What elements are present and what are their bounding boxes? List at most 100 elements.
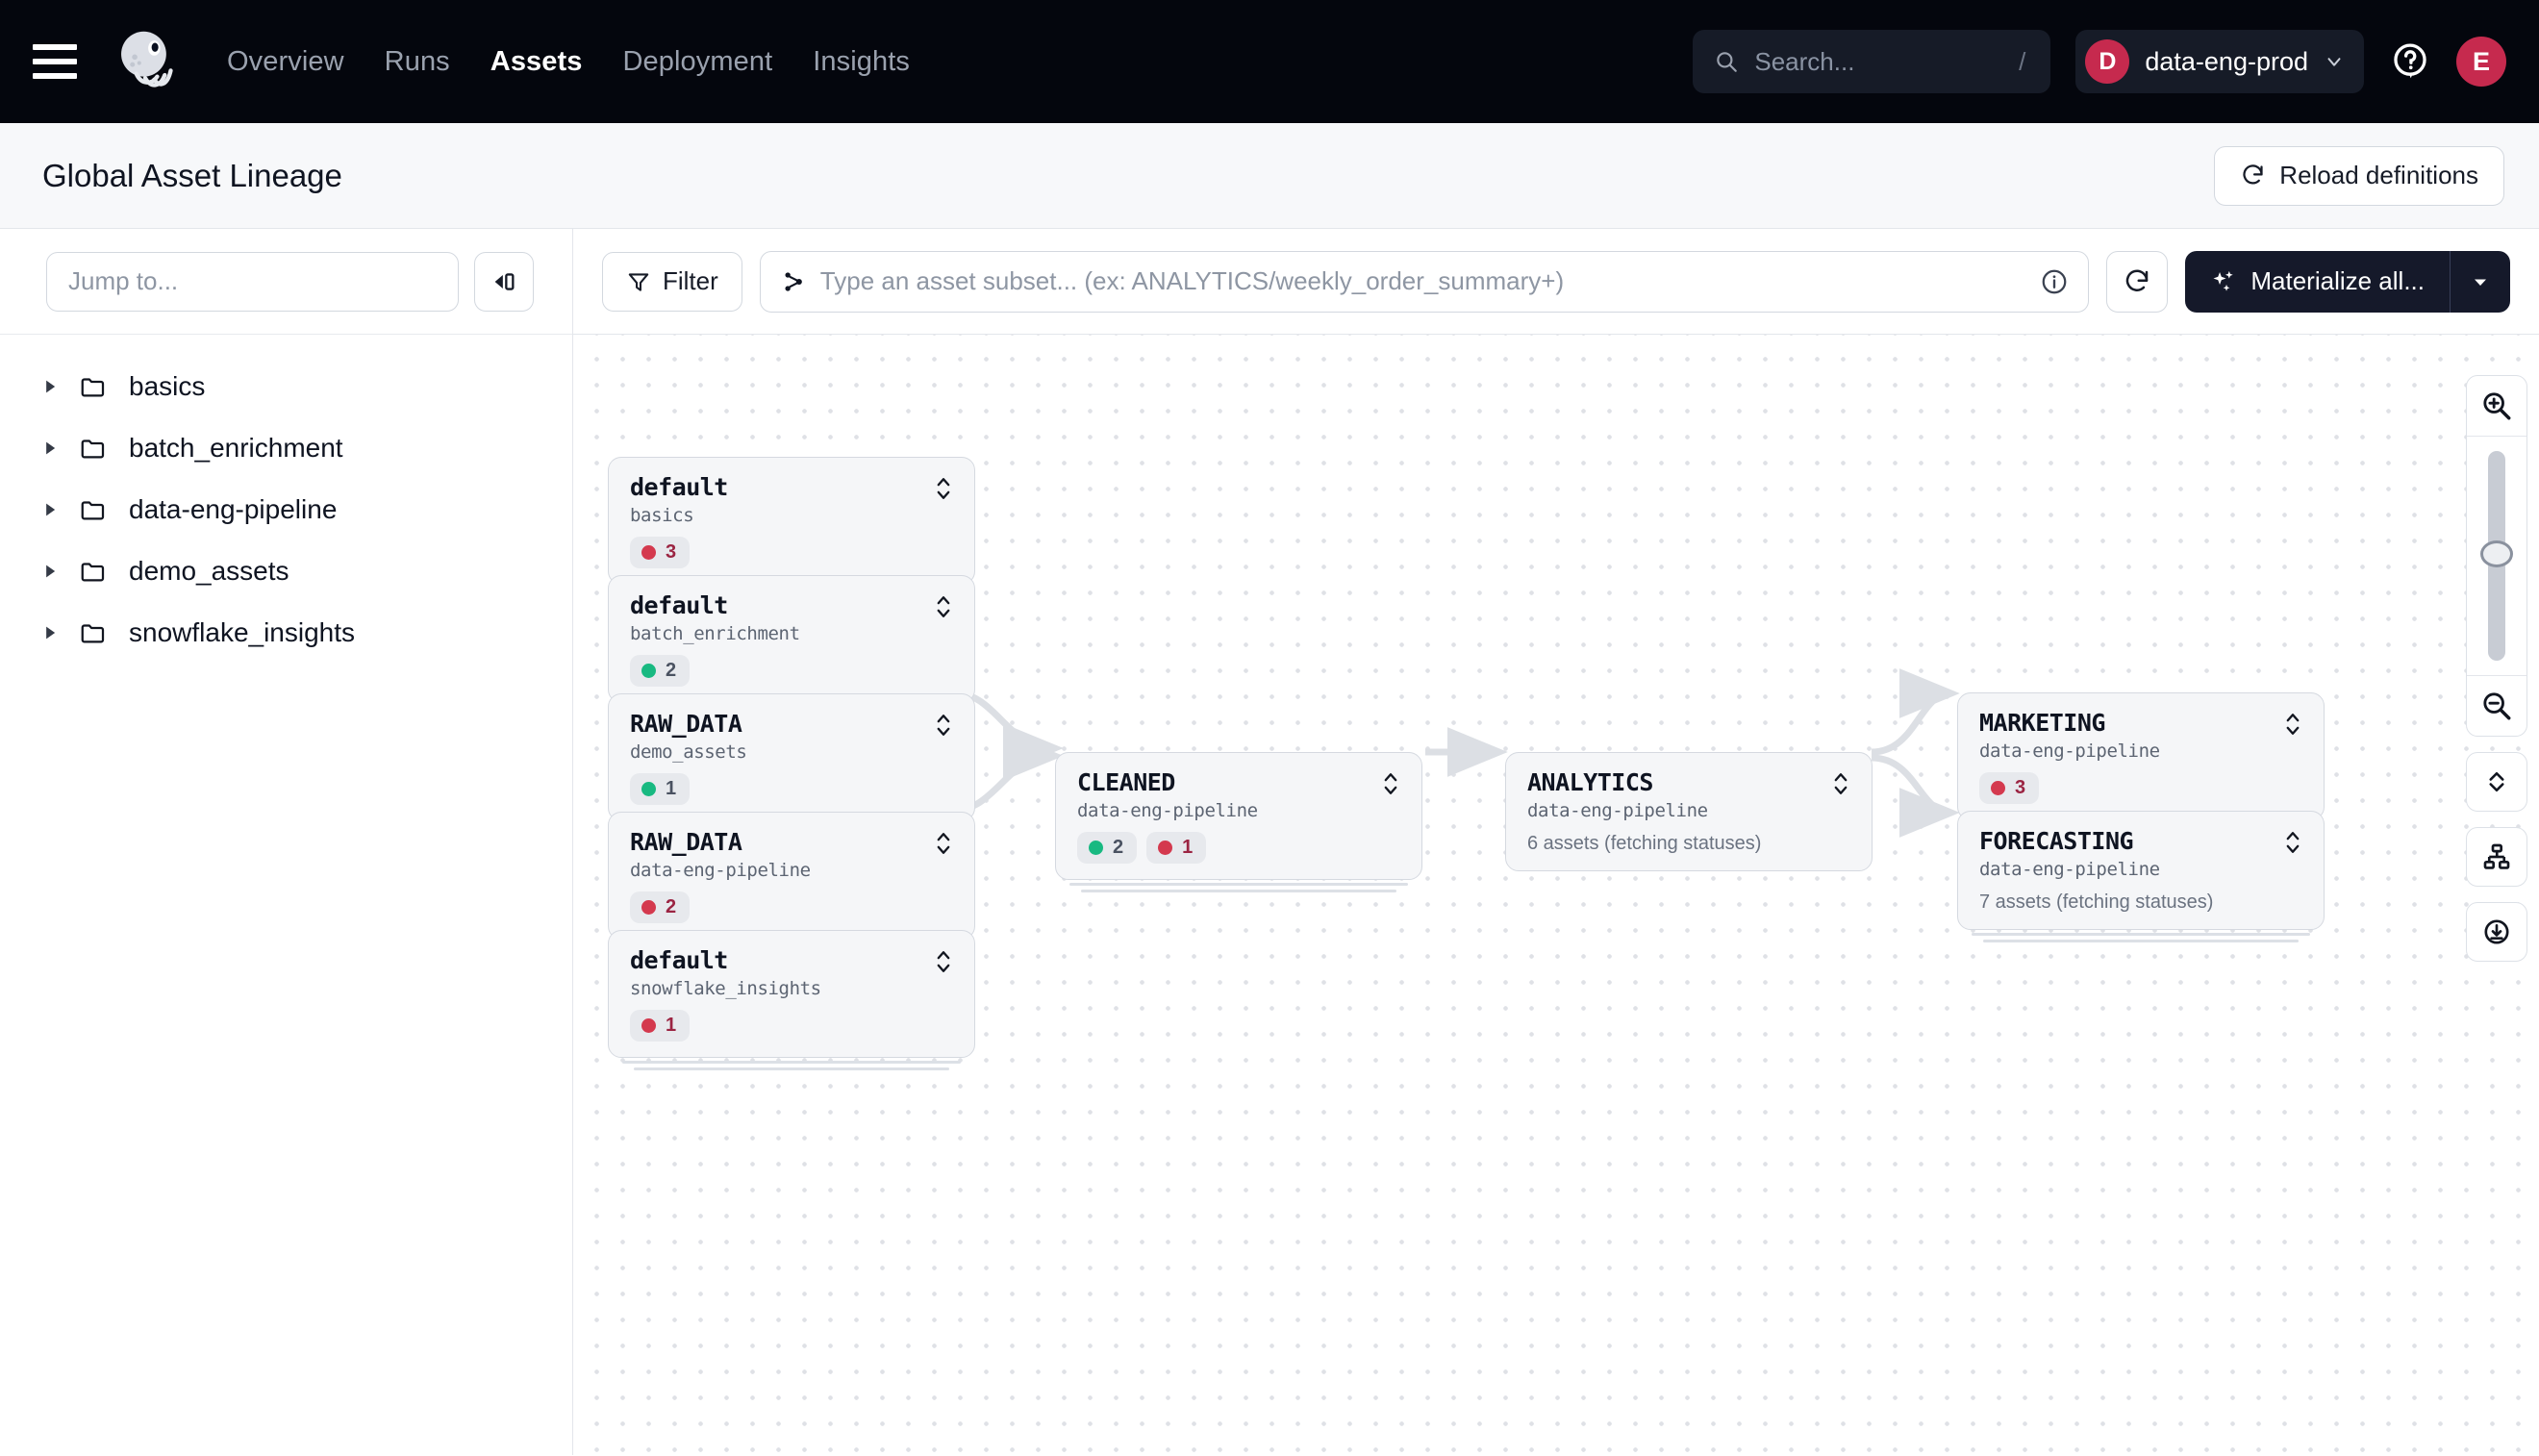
sidebar-item-label: data-eng-pipeline [129,494,338,524]
status-count: 2 [666,896,677,917]
folder-icon [81,624,105,643]
hamburger-line [33,73,77,79]
hamburger-icon[interactable] [33,44,77,79]
expand-collapse-icon[interactable] [934,594,953,619]
node-subtitle: data-eng-pipeline [1527,800,1708,821]
status-badge-ok[interactable]: 2 [630,655,691,687]
expand-collapse-icon[interactable] [934,949,953,974]
status-badge-ok[interactable]: 1 [630,773,691,805]
expand-collapse-icon[interactable] [934,831,953,856]
sidebar-item-snowflake-insights[interactable]: snowflake_insights [0,602,572,664]
folder-icon [81,501,105,520]
lineage-canvas[interactable]: default basics 3 [573,335,2539,1455]
nav-link-insights[interactable]: Insights [813,45,910,77]
node-status-badges: 3 [1979,772,2302,804]
chevron-right-icon [46,626,56,640]
lineage-graph-pane: Filter Type an asset subset... (ex: ANAL… [573,229,2539,1455]
filter-button[interactable]: Filter [602,251,742,312]
status-dot-failed [641,545,656,560]
asset-group-node-raw-data-pipeline[interactable]: RAW_DATA data-eng-pipeline 2 [608,812,975,952]
jump-to-input[interactable] [46,251,459,312]
materialize-all-label: Materialize all... [2250,266,2425,295]
status-badge-failed[interactable]: 3 [1979,772,2040,804]
asset-group-node-marketing[interactable]: MARKETING data-eng-pipeline 3 [1957,692,2325,833]
zoom-slider-thumb[interactable] [2480,540,2513,567]
status-count: 1 [666,778,677,799]
asset-group-tree: basics batch_enrichment data-eng-pipelin… [0,335,572,664]
materialize-dropdown-button[interactable] [2451,251,2510,313]
node-status-badges: 1 [630,1010,953,1042]
expand-collapse-icon[interactable] [934,713,953,738]
expand-collapse-icon[interactable] [2283,712,2302,737]
node-header: MARKETING data-eng-pipeline [1979,709,2302,762]
expand-collapse-icon[interactable] [1831,771,1850,796]
download-icon[interactable] [2466,902,2527,962]
zoom-out-icon[interactable] [2466,676,2527,736]
chevron-down-icon [2327,58,2341,66]
status-badge-ok[interactable]: 2 [1077,832,1138,864]
asset-group-node-forecasting[interactable]: FORECASTING data-eng-pipeline 7 assets (… [1957,811,2325,942]
node-title: RAW_DATA [630,828,742,856]
asset-group-node-cleaned[interactable]: CLEANED data-eng-pipeline 2 [1055,752,1422,892]
deployment-selector[interactable]: D data-eng-prod [2075,30,2364,93]
asset-group-node-demo-assets[interactable]: RAW_DATA demo_assets 1 [608,693,975,834]
page-header: Global Asset Lineage Reload definitions [0,123,2539,229]
sidebar-item-label: basics [129,371,206,401]
status-badge-failed[interactable]: 2 [630,891,691,923]
status-badge-failed[interactable]: 3 [630,537,691,568]
asset-subset-placeholder: Type an asset subset... (ex: ANALYTICS/w… [819,266,1565,295]
nav-link-deployment[interactable]: Deployment [622,45,773,77]
reload-definitions-button[interactable]: Reload definitions [2214,145,2504,206]
expand-collapse-all-icon[interactable] [2466,752,2527,812]
node-fetching-note: 6 assets (fetching statuses) [1527,833,1762,854]
asset-group-node-basics[interactable]: default basics 3 [608,457,975,597]
node-title: ANALYTICS [1527,768,1653,796]
node-status-badges: 1 [630,773,953,805]
global-search-box[interactable]: Search... / [1693,30,2051,93]
node-header: ANALYTICS data-eng-pipeline [1527,768,1850,821]
search-placeholder: Search... [1754,46,1855,76]
sidebar-item-data-eng-pipeline[interactable]: data-eng-pipeline [0,479,572,540]
status-badge-failed[interactable]: 1 [630,1010,691,1042]
nav-link-overview[interactable]: Overview [227,45,344,77]
zoom-controls [2466,375,2527,962]
node-title: RAW_DATA [630,710,742,738]
zoom-in-icon[interactable] [2466,376,2527,436]
asset-subset-input[interactable]: Type an asset subset... (ex: ANALYTICS/w… [759,250,2090,313]
status-count: 2 [1113,837,1124,858]
help-circle-icon[interactable] [2389,40,2431,83]
folder-icon [81,378,105,397]
refresh-graph-button[interactable] [2106,250,2169,313]
status-count: 3 [2015,777,2026,798]
expand-collapse-icon[interactable] [1381,771,1400,796]
refresh-icon [2126,268,2149,291]
nav-link-assets[interactable]: Assets [490,45,583,77]
node-header: RAW_DATA data-eng-pipeline [630,828,953,881]
expand-collapse-icon[interactable] [934,476,953,501]
user-avatar[interactable]: E [2456,37,2506,87]
status-dot-ok [1089,841,1103,855]
expand-collapse-icon[interactable] [2283,830,2302,855]
info-circle-icon[interactable] [2040,267,2069,296]
status-dot-failed [1991,781,2005,795]
nav-link-runs[interactable]: Runs [384,45,450,77]
asset-group-node-analytics[interactable]: ANALYTICS data-eng-pipeline 6 assets (fe… [1505,752,1873,871]
hierarchy-layout-icon[interactable] [2466,827,2527,887]
sidebar-item-batch-enrichment[interactable]: batch_enrichment [0,417,572,479]
zoom-slider[interactable] [2466,437,2527,675]
dagster-squid-logo[interactable] [108,24,183,99]
folder-icon [81,563,105,582]
sidebar-item-demo-assets[interactable]: demo_assets [0,540,572,602]
hamburger-line [33,59,77,64]
status-dot-failed [641,1018,656,1033]
asset-group-node-batch-enrichment[interactable]: default batch_enrichment 2 [608,575,975,715]
chevron-right-icon [46,380,56,393]
status-badge-failed[interactable]: 1 [1146,832,1207,864]
materialize-all-button[interactable]: Materialize all... [2185,250,2451,313]
node-status-badges: 3 [630,537,953,568]
deployment-name: data-eng-prod [2145,46,2308,76]
asset-group-node-snowflake-insights[interactable]: default snowflake_insights 1 [608,930,975,1070]
materialize-all-button-group[interactable]: Materialize all... [2185,250,2510,313]
collapse-panel-icon[interactable] [474,251,534,312]
sidebar-item-basics[interactable]: basics [0,356,572,417]
